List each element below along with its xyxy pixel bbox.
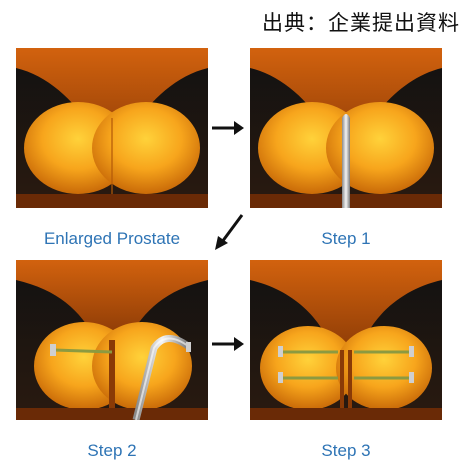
arrow-right-icon — [210, 118, 246, 138]
panel-step-3 — [250, 260, 442, 420]
panel-enlarged-prostate-caption: Enlarged Prostate — [16, 228, 208, 250]
panel-step-1 — [250, 48, 442, 208]
delivery-needle — [342, 114, 350, 208]
panel-step-2-caption: Step 2 — [16, 440, 208, 462]
panel-step-2 — [16, 260, 208, 420]
panel-step-1-caption: Step 1 — [250, 228, 442, 250]
panel-step-3-caption: Step 3 — [250, 440, 442, 462]
source-note: 出典：企業提出資料 — [226, 8, 460, 38]
panel-enlarged-prostate — [16, 48, 208, 208]
implant-suture — [54, 350, 112, 352]
arrow-right-icon — [210, 334, 246, 354]
arrow-down-left-icon — [212, 212, 246, 252]
prostate-right-lobe — [92, 102, 200, 194]
